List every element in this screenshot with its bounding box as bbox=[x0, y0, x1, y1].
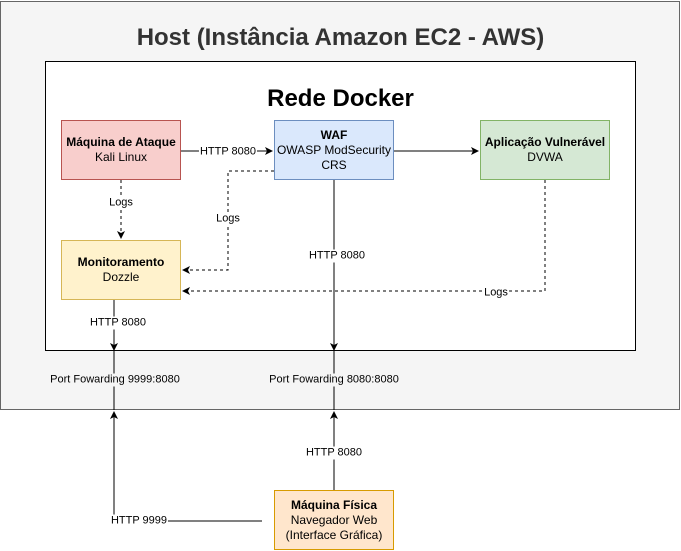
vulnerable-app-title: Aplicação Vulnerável bbox=[484, 135, 606, 149]
edge-phys-host-9999 bbox=[110, 411, 262, 522]
waf-line1: OWASP ModSecurity bbox=[276, 142, 392, 157]
waf-node: WAF OWASP ModSecurity CRS bbox=[274, 120, 394, 180]
vulnerable-app-node: Aplicação Vulnerável DVWA bbox=[480, 120, 610, 180]
edge-label-pf-9999: Port Fowarding 9999:8080 bbox=[49, 373, 181, 387]
edge-label-monitor-http: HTTP 8080 bbox=[88, 316, 148, 330]
edge-label-attack-logs: Logs bbox=[108, 196, 134, 210]
edge-label-waf-logs: Logs bbox=[215, 212, 241, 226]
physical-machine-title: Máquina Física bbox=[290, 497, 378, 512]
attack-machine-title: Máquina de Ataque bbox=[66, 135, 176, 149]
monitoring-node: Monitoramento Dozzle bbox=[61, 240, 181, 300]
vulnerable-app-subtitle: DVWA bbox=[527, 150, 563, 164]
attack-machine-subtitle: Kali Linux bbox=[94, 150, 148, 164]
edge-label-phys-http9999: HTTP 9999 bbox=[109, 514, 169, 528]
physical-machine-node: Máquina Física Navegador Web (Interface … bbox=[274, 490, 394, 550]
edge-label-phys-http8080: HTTP 8080 bbox=[304, 446, 364, 460]
host-title: Host (Instância Amazon EC2 - AWS) bbox=[136, 24, 545, 51]
attack-machine-node: Máquina de Ataque Kali Linux bbox=[61, 120, 181, 180]
waf-line2: CRS bbox=[321, 157, 347, 172]
edge-app-monitor-logs bbox=[182, 180, 546, 295]
monitoring-title: Monitoramento bbox=[77, 255, 165, 269]
edge-label-pf-8080: Port Fowarding 8080:8080 bbox=[268, 373, 400, 387]
physical-machine-line1: Navegador Web bbox=[290, 512, 378, 527]
physical-machine-line2: (Interface Gráfica) bbox=[285, 527, 383, 542]
docker-network-container bbox=[45, 61, 636, 351]
waf-title: WAF bbox=[320, 127, 348, 142]
edge-label-app-logs: Logs bbox=[483, 286, 509, 300]
edge-label-attack-waf: HTTP 8080 bbox=[198, 145, 258, 159]
edge-label-waf-http: HTTP 8080 bbox=[307, 249, 367, 263]
monitoring-subtitle: Dozzle bbox=[102, 270, 140, 284]
docker-network-title: Rede Docker bbox=[267, 85, 414, 112]
